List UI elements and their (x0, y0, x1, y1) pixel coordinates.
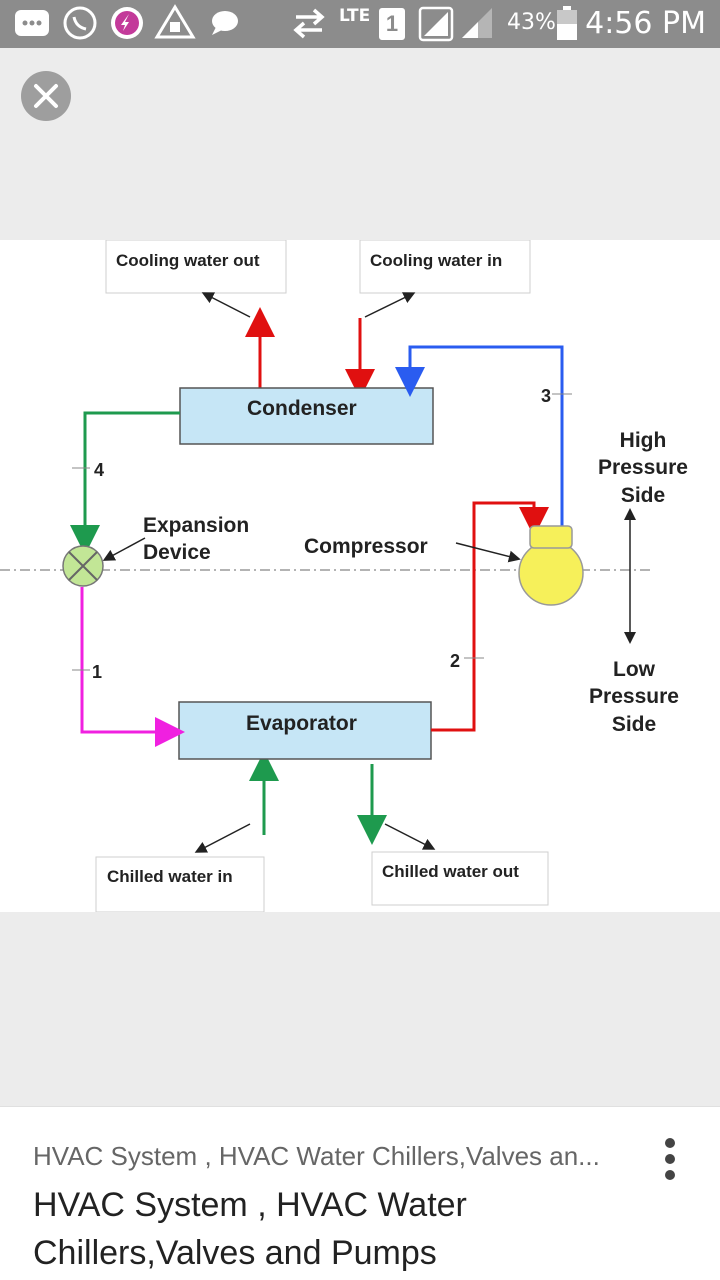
pointer-cooling-in (364, 292, 416, 318)
close-button[interactable] (21, 71, 71, 121)
source-title[interactable]: HVAC System , HVAC Water Chillers,Valves… (33, 1141, 600, 1171)
battery-icon (557, 6, 577, 40)
low-pressure-label-line1: Low (613, 658, 656, 681)
point-3-label: 3 (541, 386, 551, 406)
low-pressure-label-line2: Pressure (589, 685, 679, 708)
signal-icon (418, 6, 492, 42)
pointer-cooling-out (201, 292, 251, 318)
chilled-water-out-label: Chilled water out (382, 862, 519, 881)
cooling-water-in-box (359, 240, 531, 294)
liquid-line (70, 411, 180, 555)
data-transfer-icon (293, 8, 325, 39)
expansion-device-label-line1: Expansion (143, 514, 249, 537)
evaporator-label: Evaporator (246, 712, 357, 735)
alert-icon (154, 4, 196, 39)
image-title[interactable]: HVAC System , HVAC Water Chillers,Valves… (33, 1186, 467, 1272)
sim-indicator: 1 (379, 8, 405, 40)
pointer-chilled-in (194, 823, 251, 853)
discharge-line (395, 345, 564, 530)
condenser-label: Condenser (247, 397, 357, 420)
compressor-symbol (518, 525, 584, 606)
network-type: LTE (339, 6, 371, 26)
pointer-compressor (455, 542, 521, 563)
suction-line (431, 501, 549, 732)
battery-percentage: 43% (507, 10, 556, 35)
messages-icon (15, 10, 49, 36)
messenger-icon (111, 7, 143, 39)
more-vert-icon (650, 1135, 690, 1183)
image-info-card[interactable]: HVAC System , HVAC Water Chillers,Valves… (0, 1106, 720, 1280)
pointer-chilled-out (384, 823, 436, 850)
chilled-water-out-box (371, 851, 549, 906)
chilled-water-in-label: Chilled water in (107, 867, 233, 886)
point-1-label: 1 (92, 662, 102, 682)
low-pressure-label-line3: Side (612, 713, 656, 736)
expansion-to-evaporator-line (80, 587, 185, 747)
point-4-label: 4 (94, 460, 104, 480)
cooling-water-out-label: Cooling water out (116, 251, 260, 270)
high-pressure-label-line2: Pressure (598, 456, 688, 479)
whatsapp-icon (63, 6, 97, 40)
status-bar: LTE 1 43% 4:56 PM (0, 0, 720, 48)
point-2-label: 2 (450, 651, 460, 671)
cooling-water-out-box (105, 240, 287, 294)
pointer-expansion (102, 537, 146, 561)
chat-icon (212, 11, 238, 35)
expansion-device-symbol (62, 545, 104, 587)
close-icon (34, 84, 58, 108)
image-viewer[interactable]: Cooling water out Cooling water in Chill… (0, 240, 720, 912)
clock: 4:56 PM (585, 6, 706, 41)
expansion-device-label-line2: Device (143, 541, 211, 564)
compressor-label: Compressor (304, 535, 428, 558)
cooling-water-in-label: Cooling water in (370, 251, 502, 270)
chilled-water-in-box (95, 856, 265, 912)
hvac-diagram: Cooling water out Cooling water in Chill… (0, 240, 688, 912)
more-options-button[interactable] (650, 1135, 690, 1183)
high-pressure-label-line3: Side (621, 484, 665, 507)
high-pressure-label-line1: High (620, 429, 667, 452)
condenser-box (179, 387, 434, 445)
